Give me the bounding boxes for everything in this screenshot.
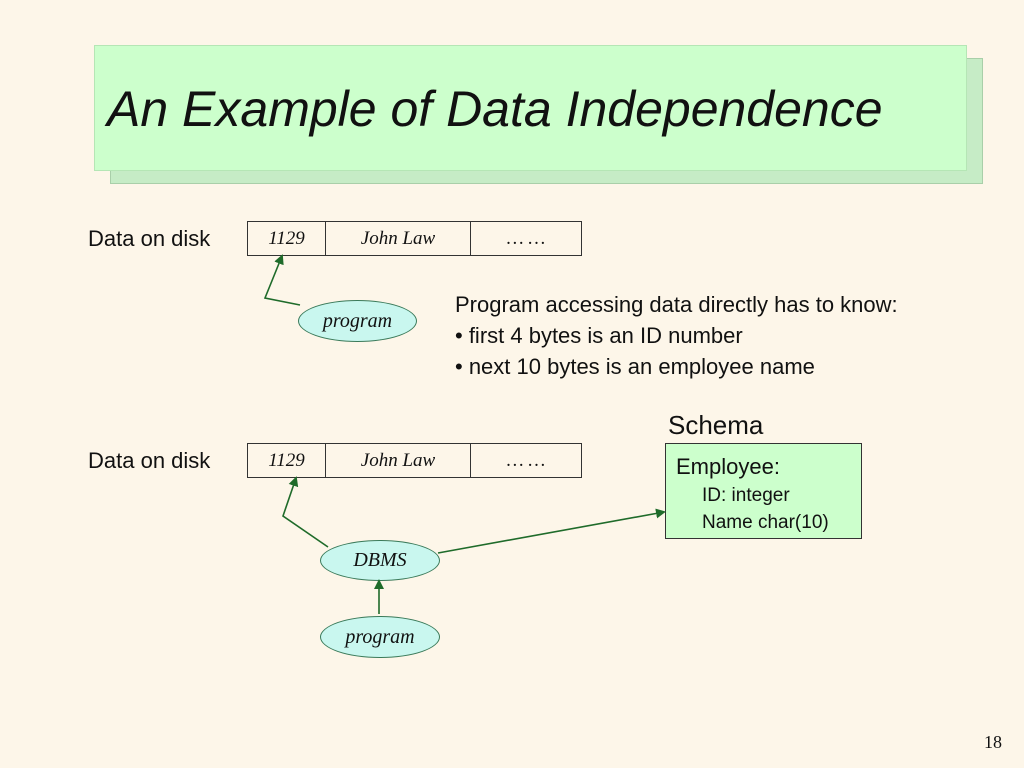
- notes-line: • first 4 bytes is an ID number: [455, 323, 743, 348]
- notes-line: Program accessing data directly has to k…: [455, 292, 898, 317]
- notes-line: • next 10 bytes is an employee name: [455, 354, 815, 379]
- schema-entity: Employee:: [676, 454, 780, 479]
- record-rest-cell: … …: [506, 227, 546, 249]
- top-disk-label: Data on disk: [88, 226, 211, 251]
- record-rest-cell: … …: [506, 449, 546, 471]
- dbms-to-schema-arrow: [437, 508, 666, 554]
- record-id-cell: 1129: [248, 444, 326, 477]
- schema-field: ID: integer: [702, 485, 790, 506]
- bottom-disk-label: Data on disk: [88, 448, 211, 473]
- schema-box: Employee: ID: integer Name char(10): [665, 443, 862, 539]
- record-name-cell: John Law: [326, 444, 471, 477]
- direct-access-notes: Program accessing data directly has to k…: [455, 289, 898, 382]
- bottom-disk-record: 1129 John Law … …: [247, 443, 582, 478]
- bottom-program-node: program: [320, 616, 440, 658]
- title-box: An Example of Data Independence: [94, 45, 967, 171]
- program-to-disk-arrow: [263, 254, 301, 306]
- dbms-to-disk-arrow: [282, 476, 329, 548]
- page-number: 18: [984, 732, 1002, 752]
- record-name-cell: John Law: [326, 222, 471, 255]
- schema-field: Name char(10): [702, 512, 829, 533]
- slide-title: An Example of Data Independence: [107, 81, 883, 137]
- top-program-node: program: [298, 300, 417, 342]
- dbms-node: DBMS: [320, 540, 440, 581]
- schema-label: Schema: [668, 410, 764, 440]
- top-disk-record: 1129 John Law … …: [247, 221, 582, 256]
- record-id-cell: 1129: [248, 222, 326, 255]
